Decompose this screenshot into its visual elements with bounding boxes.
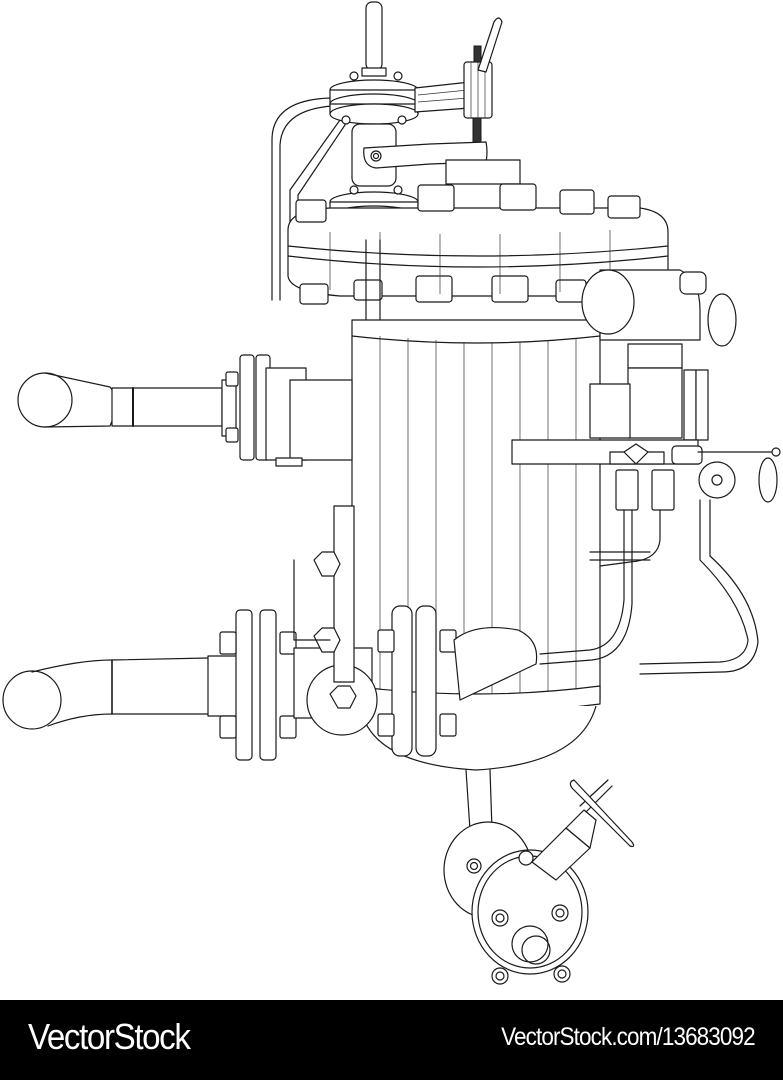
watermark-image-ref: VectorStock.com/13683092 — [501, 1022, 755, 1051]
technical-drawing — [2, 1, 781, 985]
instrument-manifold — [511, 269, 781, 675]
filter-vessel-drawing — [2, 1, 781, 985]
vessel-body — [351, 319, 601, 771]
bottom-drain-valve — [443, 769, 635, 985]
top-stem — [361, 1, 387, 77]
lever-arm — [414, 17, 503, 147]
vessel-lid — [287, 183, 669, 305]
top-valve — [351, 123, 521, 187]
inlet-pipe-upper — [17, 354, 353, 467]
upper-flange — [329, 71, 419, 125]
watermark-banner: VectorStock VectorStock.com/13683092 — [0, 1000, 783, 1080]
inlet-pipe-lower — [2, 505, 538, 761]
watermark-brand: VectorStock — [28, 1016, 191, 1057]
